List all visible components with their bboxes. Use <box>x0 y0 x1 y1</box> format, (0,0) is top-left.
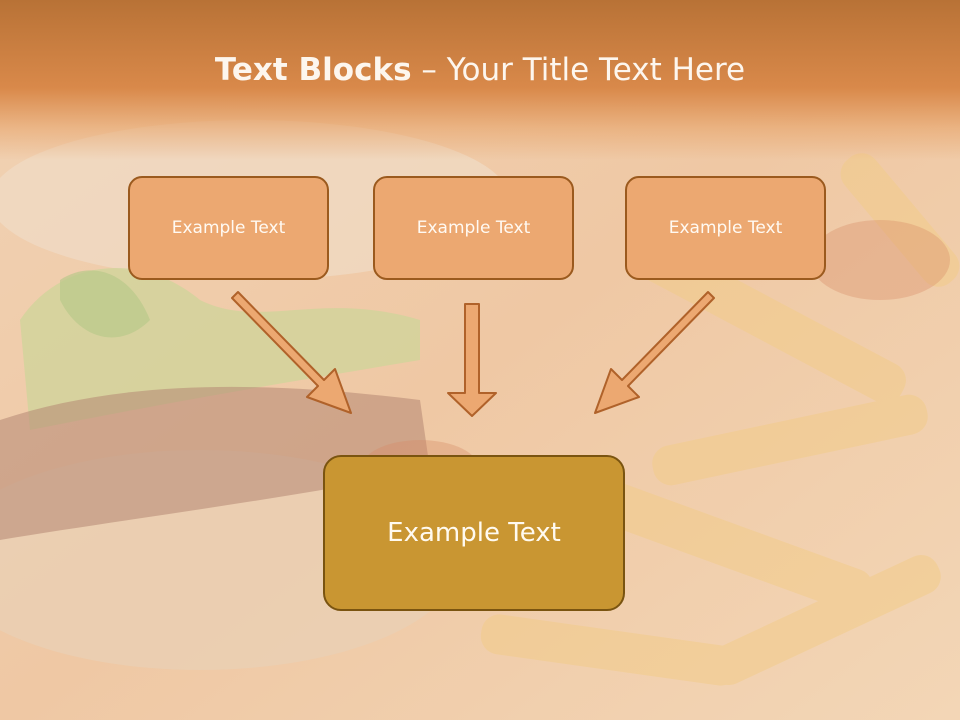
title-rest: Your Title Text Here <box>446 52 746 88</box>
arrow-right-to-center <box>594 291 715 414</box>
target-text-block-label: Example Text <box>387 518 561 548</box>
text-block-1[interactable]: Example Text <box>128 176 329 280</box>
title-separator: – <box>411 52 447 88</box>
target-text-block[interactable]: Example Text <box>323 455 625 611</box>
text-block-1-label: Example Text <box>171 218 286 238</box>
arrow-middle-down <box>447 303 497 417</box>
text-block-2-label: Example Text <box>416 218 531 238</box>
text-block-3[interactable]: Example Text <box>625 176 826 280</box>
text-block-2[interactable]: Example Text <box>373 176 574 280</box>
title-bold-part: Text Blocks <box>214 52 412 88</box>
slide-title: Text Blocks – Your Title Text Here <box>0 52 960 88</box>
title-band <box>0 0 960 160</box>
arrow-left-to-center <box>231 291 352 414</box>
text-block-3-label: Example Text <box>668 218 783 238</box>
